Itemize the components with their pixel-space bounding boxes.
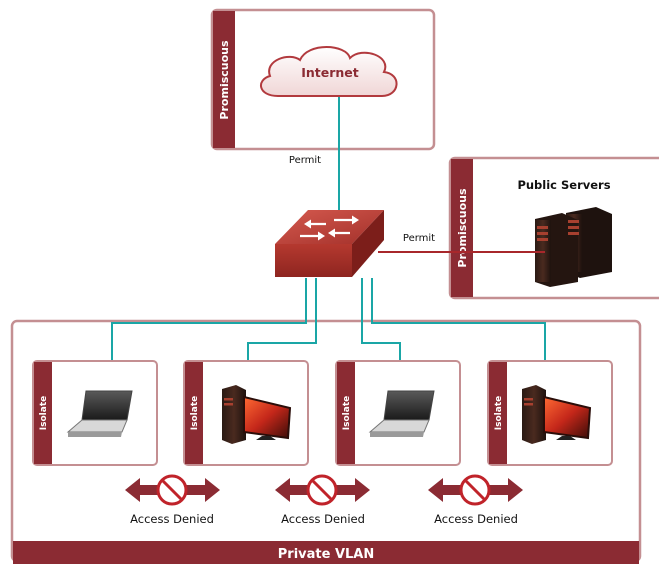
host-1-link [111, 278, 307, 389]
host-1-zone-label: Isolate [39, 396, 49, 430]
cloud-icon: Internet [260, 46, 398, 97]
servers-title: Public Servers [517, 178, 610, 192]
access-denied-label: Access Denied [281, 512, 365, 526]
host-box-3: Isolate [335, 360, 461, 466]
host-2-link [247, 278, 317, 375]
access-denied-1: Access Denied [125, 474, 220, 526]
access-denied-3: Access Denied [428, 474, 523, 526]
cloud-label: Internet [301, 65, 359, 80]
host-2-zone-label: Isolate [190, 396, 200, 430]
access-denied-label: Access Denied [434, 512, 518, 526]
host-box-2: Isolate [183, 360, 309, 466]
host-4-zone-label: Isolate [494, 396, 504, 430]
switch-icon [275, 210, 384, 277]
no-entry-icon [306, 474, 338, 506]
host-box-1: Isolate [32, 360, 158, 466]
internet-zone-label: Promiscuous [218, 40, 231, 120]
servers-zone-label: Promiscuous [456, 188, 469, 268]
no-entry-icon [156, 474, 188, 506]
servers-permit-label: Permit [403, 233, 435, 244]
access-denied-label: Access Denied [130, 512, 214, 526]
access-denied-2: Access Denied [275, 474, 370, 526]
desktop-pc-icon [522, 385, 592, 444]
laptop-icon [66, 390, 133, 437]
public-servers-zone: Promiscuous Public Servers [448, 156, 659, 300]
server-icon [535, 207, 612, 287]
desktop-pc-icon [222, 385, 292, 444]
internet-zone: Promiscuous Internet [210, 8, 436, 151]
laptop-icon [368, 390, 435, 437]
links [111, 97, 546, 389]
host-box-4: Isolate [487, 360, 613, 466]
internet-permit-label: Permit [289, 155, 321, 166]
no-entry-icon [459, 474, 491, 506]
host-4-link [371, 278, 546, 375]
private-vlan-label: Private VLAN [278, 547, 374, 562]
host-3-zone-label: Isolate [342, 396, 352, 430]
